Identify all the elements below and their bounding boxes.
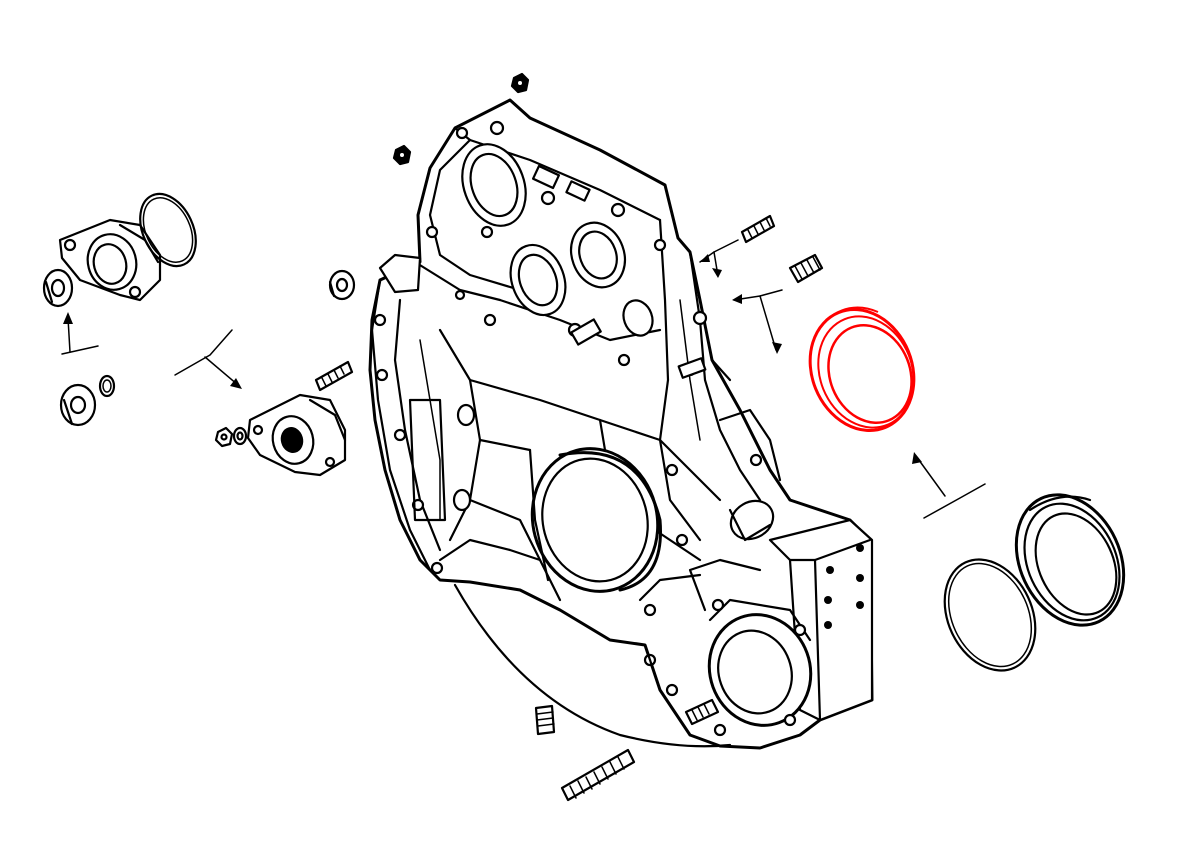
o-ring-icon: [139, 192, 197, 268]
set-screw-icon: [740, 214, 776, 244]
pump-housing-icon: [246, 393, 347, 477]
o-ring-icon: [943, 558, 1037, 672]
stud-icon: [684, 698, 720, 726]
callout-arrow-icon: [699, 239, 739, 278]
callout-arrow-icon: [174, 329, 242, 389]
callout-arrow-icon: [61, 312, 99, 355]
nut-icon: [214, 426, 234, 448]
gear-housing-icon: [368, 98, 874, 750]
stud-icon: [314, 360, 354, 392]
thermostat-housing-icon: [58, 218, 162, 302]
o-ring-small-icon: [98, 374, 116, 398]
long-stud-icon: [560, 748, 636, 802]
callout-arrow-icon: [732, 289, 783, 354]
nut-icon: [392, 144, 412, 166]
plug-icon: [788, 253, 824, 284]
washer-icon: [328, 269, 356, 301]
seal-washer-icon: [59, 383, 97, 427]
oil-seal-icon: [1014, 493, 1126, 627]
set-screw-icon: [534, 704, 556, 736]
seal-washer-icon: [42, 268, 74, 308]
callout-arrow-icon: [912, 452, 986, 519]
washer-icon: [232, 426, 248, 446]
nut-icon: [510, 72, 530, 94]
seal-ring-red-icon: [808, 306, 916, 432]
